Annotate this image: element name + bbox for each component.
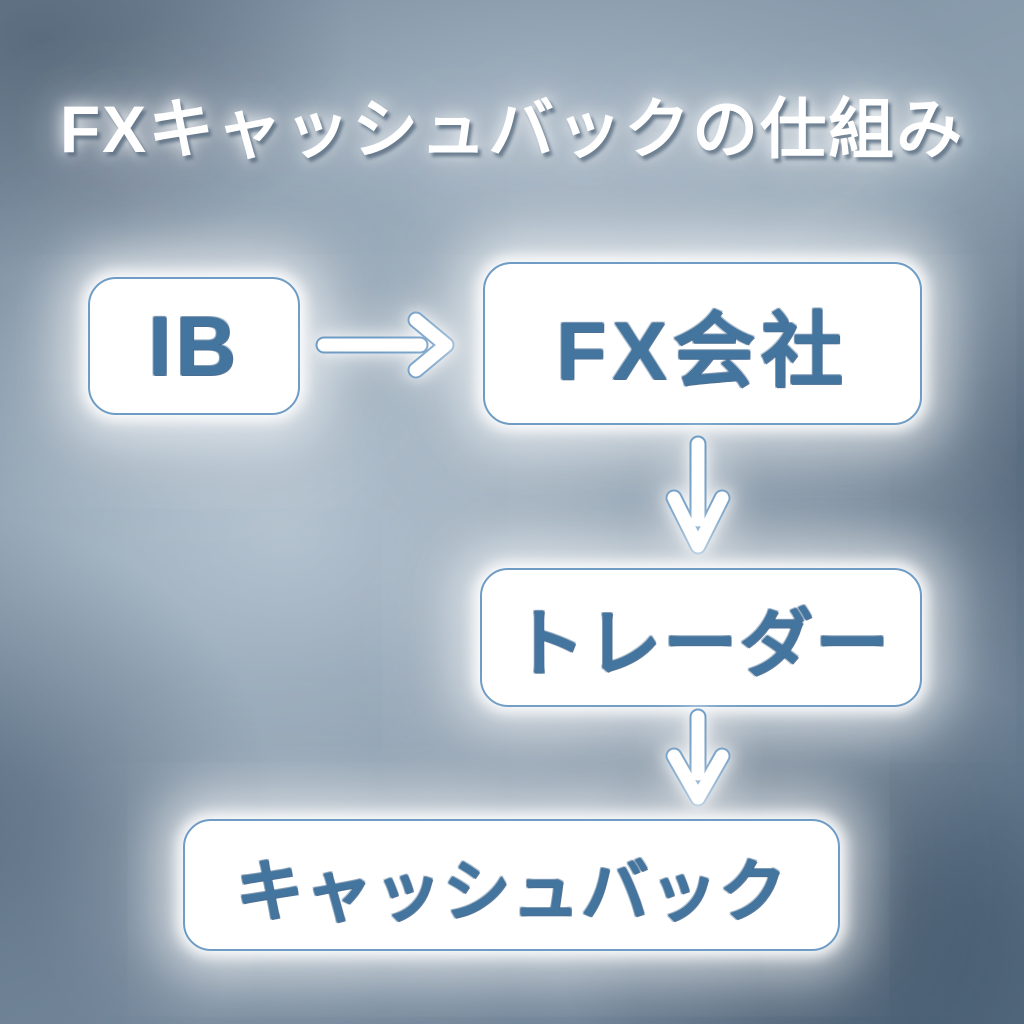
arrow-down-icon — [662, 434, 734, 560]
node-fx-company: FX会社 — [483, 262, 922, 425]
node-cashback: キャッシュバック — [183, 819, 840, 951]
node-ib-label: IB — [148, 298, 240, 393]
node-fx-company-label: FX会社 — [556, 306, 849, 397]
page-title: FXキャッシュバックの仕組み — [59, 92, 965, 166]
arrow-right-icon — [312, 308, 462, 382]
node-trader: トレーダー — [480, 568, 922, 707]
node-ib: IB — [88, 277, 300, 415]
node-trader-label: トレーダー — [511, 602, 891, 685]
node-cashback-label: キャッシュバック — [235, 853, 788, 930]
arrow-down-icon — [662, 708, 734, 810]
